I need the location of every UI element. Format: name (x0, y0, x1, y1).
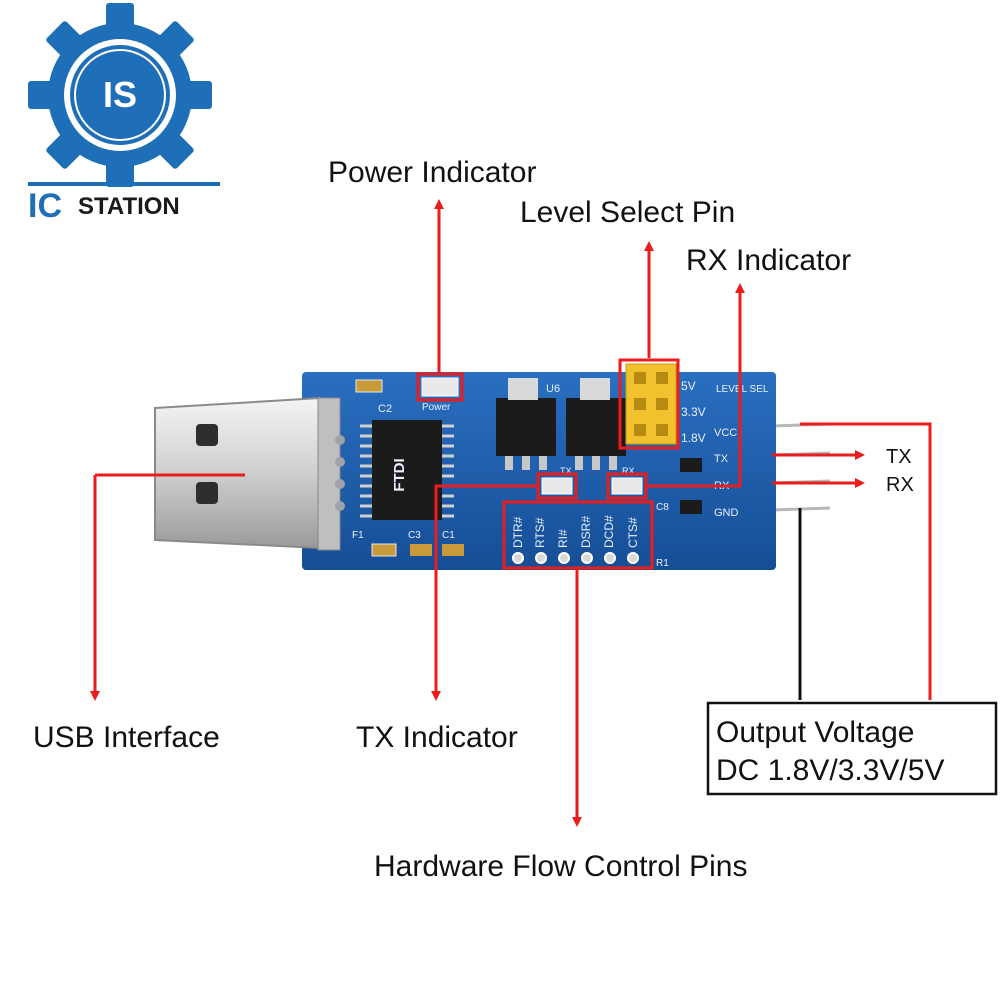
gear-icon: IS (28, 3, 212, 187)
usb-connector (154, 396, 345, 551)
silk-r1: R1 (656, 558, 669, 569)
silk-3v3: 3.3V (681, 405, 706, 419)
silk-rx: RX (622, 466, 635, 476)
silk-level-sel: LEVEL SEL (716, 384, 769, 395)
label-usb-interface: USB Interface (33, 721, 220, 754)
silk-vcc: VCC (714, 427, 737, 439)
highlight-level-select (618, 358, 680, 450)
logo-text-ic: IC (28, 187, 62, 225)
label-output-voltage-range: DC 1.8V/3.3V/5V (716, 754, 944, 787)
highlight-power-led (416, 372, 464, 402)
silk-tx: TX (560, 466, 572, 476)
arrow-vcc-red (800, 422, 932, 700)
label-rx-pin: RX (886, 474, 914, 496)
label-power-indicator: Power Indicator (328, 156, 536, 189)
side-pin-labels: VCC TX RX GND (714, 427, 739, 519)
ftdi-board: FTDI U6 5V 3.3V 1.8V (154, 363, 831, 570)
silk-c1: C1 (442, 530, 455, 541)
silk-1v8: 1.8V (681, 431, 706, 445)
label-tx-pin: TX (886, 446, 912, 468)
label-tx-indicator: TX Indicator (356, 721, 518, 754)
voltage-regulators: U6 (496, 378, 626, 470)
silk-power: Power (422, 402, 451, 413)
arrow-tx-indicator (431, 484, 538, 701)
brand-logo: IS IC STATION (28, 3, 220, 225)
silk-cts: CTS# (626, 517, 640, 548)
silk-gnd: GND (714, 507, 739, 519)
logo-text-station: STATION (78, 193, 180, 220)
silk-u6: U6 (546, 383, 560, 395)
arrow-rx-indicator (646, 283, 745, 488)
ftdi-chip: FTDI (360, 420, 454, 520)
silk-f1: F1 (352, 530, 364, 541)
silk-dcd: DCD# (602, 515, 616, 548)
label-output-voltage: Output Voltage (716, 716, 915, 749)
output-voltage-box: Output Voltage DC 1.8V/3.3V/5V (706, 701, 998, 796)
flow-control-header: DTR# RTS# RI# DSR# DCD# CTS# (511, 515, 640, 564)
logo-mark: IS (103, 74, 137, 115)
silk-c3: C3 (408, 530, 421, 541)
callout-lines (90, 199, 932, 827)
silk-pin-tx: TX (714, 453, 729, 465)
silk-rts: RTS# (533, 517, 547, 548)
silk-ri: RI# (556, 529, 570, 548)
silk-c2: C2 (378, 403, 392, 415)
silk-c8: C8 (656, 502, 669, 513)
silk-dtr: DTR# (511, 516, 525, 548)
silk-5v: 5V (681, 379, 696, 393)
label-rx-indicator: RX Indicator (686, 244, 851, 277)
level-select-jumper: 5V 3.3V 1.8V LEVEL SEL (625, 363, 769, 445)
label-hardware-flow-control: Hardware Flow Control Pins (374, 850, 747, 883)
silk-dsr: DSR# (579, 516, 593, 548)
label-level-select-pin: Level Select Pin (520, 196, 735, 229)
smd-components: C2 Power F1 C3 C1 TX RX C8 R1 (352, 377, 702, 569)
chip-brand: FTDI (391, 458, 408, 491)
